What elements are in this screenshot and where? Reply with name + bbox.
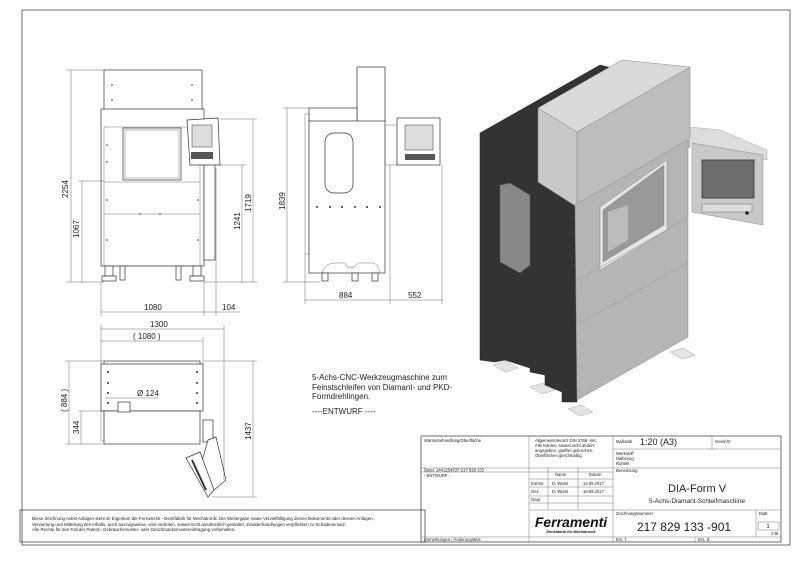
side-window (324, 132, 354, 194)
dim-panel-bottom: 1241 (233, 212, 242, 230)
screen-icon (404, 124, 434, 151)
title-block: Wärmebehandlung/Oberfläche Allgemeintole… (420, 435, 782, 543)
dim-top-width-total: 1300 (150, 320, 168, 329)
notice-line: Verwertung und Mitteilung des Inhalts, a… (32, 521, 347, 527)
label: Gez. (531, 489, 540, 494)
label: D. Würtz (552, 489, 568, 494)
label: - ENTWURF - (424, 473, 451, 478)
label: Konstr. (531, 481, 544, 486)
label: Benennung (616, 468, 638, 473)
description-line: 5-Achs-CNC-Werkzeugmaschine zum (312, 373, 447, 382)
label: 14.09.2017 (583, 481, 605, 486)
label: Gepr. (531, 497, 541, 502)
copyright-notice-box (19, 509, 426, 543)
description-line: Feinstschleifen von Diamant- und PKD- (312, 382, 453, 392)
label: Anmerkungen / Änderungstext (424, 537, 481, 542)
description-line: Formdrehlingen. (312, 392, 371, 401)
label: 4 Bl. (771, 531, 779, 536)
scale-value: 1:20 (A3) (640, 437, 677, 447)
dim-height-total: 2254 (61, 180, 70, 198)
ferramenti-logo: Ferramenti (535, 514, 608, 530)
drawing-number: 217 829 133 -901 (637, 520, 731, 534)
label: Datei: 1441254837-217 829 133 (424, 468, 485, 473)
label: Datum (589, 472, 602, 477)
label: Name (555, 472, 567, 477)
dim-panel-offset: 104 (222, 303, 236, 312)
copyright-notice: Diese Zeichnung nebst Anlagen steht im E… (32, 516, 432, 533)
label: Ers. f. (616, 537, 627, 542)
label: Oberflächen gleichmäßig. (535, 453, 583, 458)
label: Gewicht (715, 439, 731, 444)
dim-top-depth-total: 1437 (244, 422, 253, 440)
label: Zeichnungsnummer (616, 511, 654, 516)
spindle-hub (117, 401, 131, 413)
dim-width: 1080 (144, 303, 162, 312)
notice-line: Diese Zeichnung nebst Anlagen steht im E… (32, 516, 374, 521)
dim-side-depth: 884 (339, 291, 353, 300)
dim-diameter: Ø 124 (137, 389, 159, 398)
dim-top-width-body: ( 1080 ) (133, 332, 161, 341)
label: Maßstab (616, 439, 633, 444)
label: Blatt (759, 511, 768, 516)
label: Rohteil (616, 461, 629, 466)
dim-top-depth-lower: 344 (72, 420, 81, 434)
screen-icon (191, 124, 213, 148)
drawing-title: DIA-Form V (668, 483, 727, 495)
label: 18.09.2017 (583, 489, 605, 494)
logo-tagline: Denkfabrik für Mechatronik (546, 530, 596, 534)
isometric-render (479, 59, 768, 417)
machine-description: 5-Achs-CNC-Werkzeugmaschine zum Feinstsc… (312, 373, 452, 416)
sheet-number: 1 (766, 524, 770, 530)
front-window (122, 127, 182, 181)
label: D. Würtz (552, 481, 568, 486)
drawing-frame (21, 9, 791, 546)
label: Werkstoff (616, 451, 634, 456)
side-view: 1839 884 552 (278, 66, 443, 304)
front-view: 2254 1067 1241 1719 1080 104 (61, 69, 258, 316)
screen-icon (701, 159, 755, 199)
label: Alle Kanten, soweit nicht anders (535, 443, 595, 448)
label: Allgemeintoleranz DIN 2768 -mK. (535, 438, 597, 443)
top-view: 1300 ( 1080 ) ( 884 ) 344 Ø 124 1437 (60, 320, 257, 498)
label: Ers. d. (698, 537, 710, 542)
drawing-subtitle: 5-Achs-Diamant-Schleifmaschine (649, 498, 745, 505)
dim-height-lower: 1067 (72, 220, 81, 238)
notice-line: Alle Rechte für den Fall der Patent-, Ge… (32, 527, 236, 533)
label: angegeben, gratfrei gebrochen. (535, 448, 593, 453)
draft-status: ----ENTWURF ---- (312, 406, 376, 416)
dim-panel-depth: 552 (408, 291, 422, 300)
label: Wärmebehandlung/Oberfläche (424, 438, 482, 443)
dim-panel-top: 1719 (244, 194, 253, 212)
dim-top-depth: ( 884 ) (60, 389, 69, 412)
dim-side-height: 1839 (278, 192, 287, 210)
side-window (499, 182, 531, 274)
label: Halbzeug (616, 456, 634, 461)
